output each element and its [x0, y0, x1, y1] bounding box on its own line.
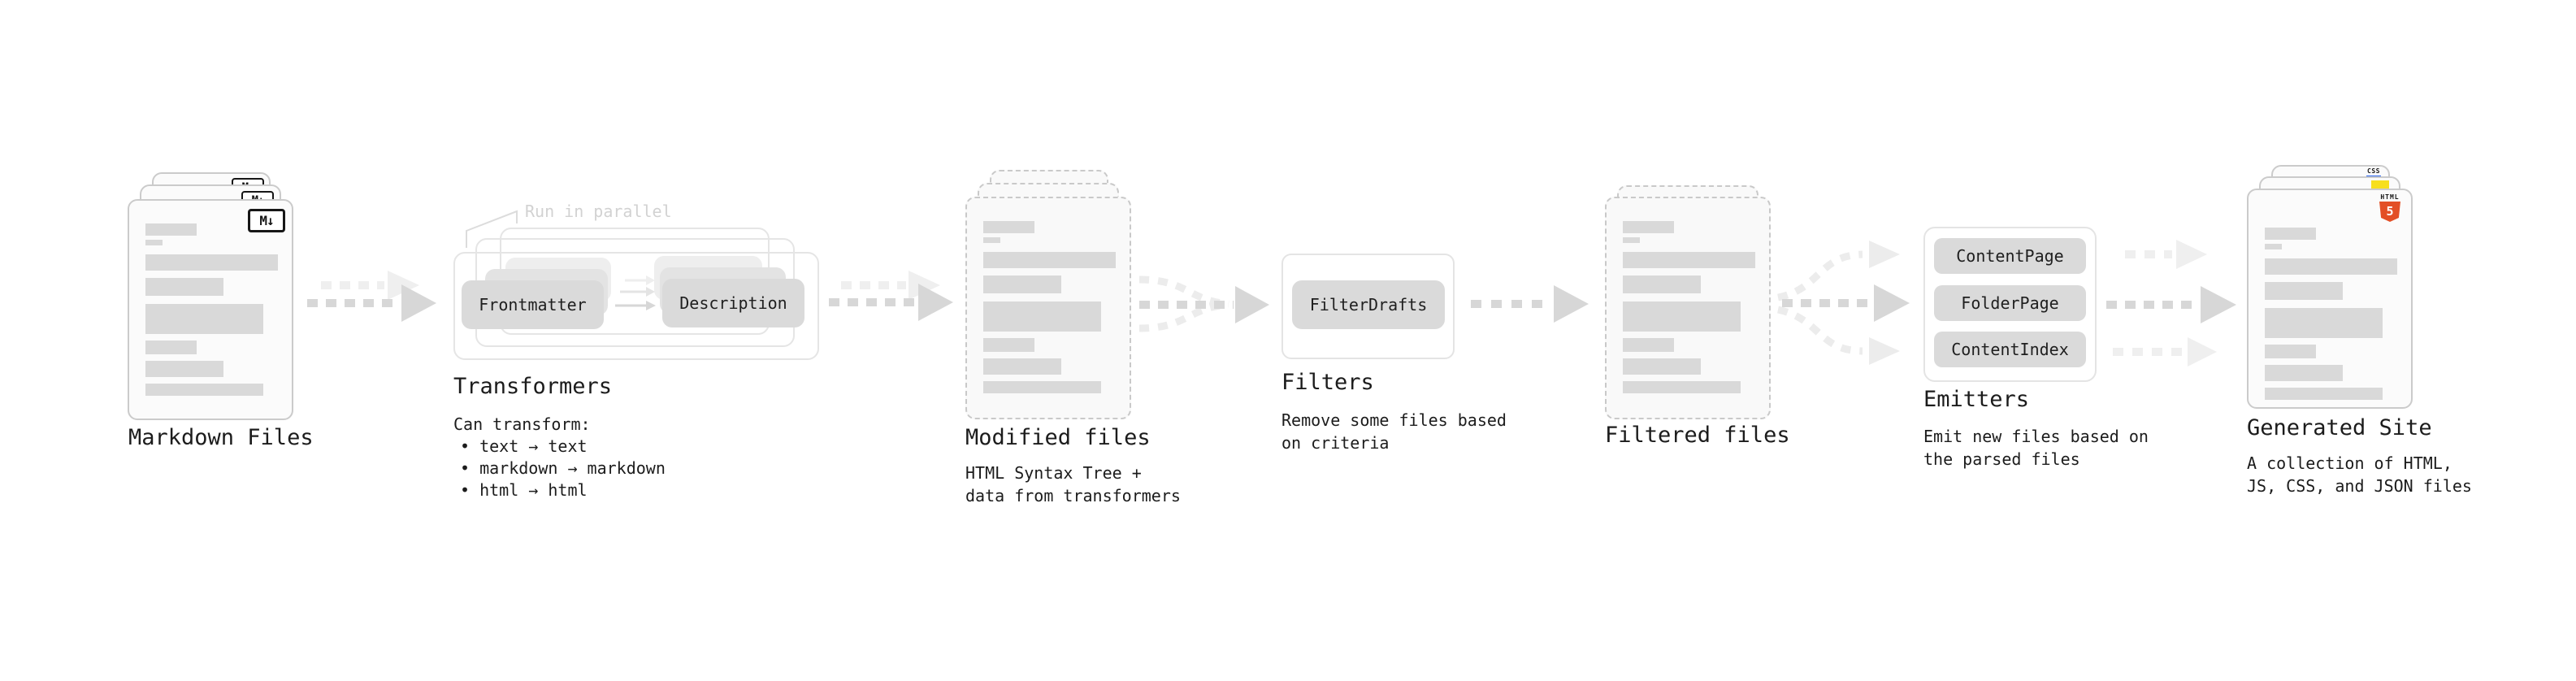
arrow-transformers-to-modified [829, 271, 953, 321]
document-text-lines [2265, 228, 2397, 400]
stage-title-filtered-files: Filtered files [1605, 423, 1790, 448]
text-line-bar [145, 223, 197, 236]
text-line-bar [983, 301, 1101, 332]
stage-title-transformers: Transformers [453, 374, 613, 399]
javascript-icon [2371, 180, 2389, 190]
transform-bullet-html: • html → html [460, 480, 588, 500]
stage-title-emitters: Emitters [1923, 387, 2030, 412]
arrow-markdown-to-transformers [307, 271, 436, 322]
stage-title-filters: Filters [1281, 370, 1374, 395]
text-line-bar [1623, 221, 1674, 233]
generated-site-description: A collection of HTML, JS, CSS, and JSON … [2247, 453, 2472, 496]
text-line-bar [983, 221, 1034, 233]
html5-icon-shield: 5 [2379, 202, 2400, 222]
transform-bullet-text: • text → text [460, 436, 588, 456]
text-line-bar [1623, 358, 1701, 375]
text-line-bar [983, 338, 1034, 352]
text-line-bar [145, 340, 197, 354]
document-text-lines [983, 221, 1116, 393]
text-line-bar [1623, 252, 1755, 268]
filtered-file-front [1605, 197, 1771, 419]
arrow-emitters-to-site [2106, 240, 2236, 367]
text-line-bar [983, 381, 1101, 393]
site-file-html: HTML 5 [2247, 189, 2413, 409]
document-text-lines [145, 223, 278, 396]
modified-files-description: HTML Syntax Tree + data from transformer… [965, 463, 1181, 505]
stage-title-markdown-files: Markdown Files [128, 425, 314, 450]
text-line-bar [983, 275, 1061, 293]
html5-icon: HTML 5 [2378, 193, 2402, 222]
text-line-bar [145, 304, 263, 334]
modified-file-front [965, 197, 1131, 419]
can-transform-label: Can transform: [453, 414, 591, 434]
emitter-box-folderpage: FolderPage [1934, 285, 2086, 321]
html5-icon-number: 5 [2386, 204, 2394, 219]
text-line-bar [983, 252, 1116, 268]
text-line-bar [145, 254, 278, 271]
text-line-bar [1623, 301, 1741, 332]
text-line-bar [145, 384, 263, 396]
filters-description: Remove some files based on criteria [1281, 410, 1507, 453]
stage-title-generated-site: Generated Site [2247, 415, 2432, 440]
text-line-bar [1623, 275, 1701, 293]
transformer-box-frontmatter: Frontmatter [462, 280, 604, 329]
transformer-layer-front [453, 252, 819, 360]
markdown-file-front: M↓ [128, 199, 293, 420]
stage-title-modified-files: Modified files [965, 425, 1151, 450]
text-line-bar [145, 278, 223, 296]
html5-icon-label: HTML [2380, 193, 2400, 201]
arrow-filters-to-filtered [1471, 285, 1589, 323]
text-line-bar [2265, 258, 2397, 275]
arrow-modified-to-filters-converging [1138, 275, 1269, 332]
text-line-bar [1623, 381, 1741, 393]
css-icon-label: CSS [2367, 167, 2380, 175]
text-line-bar [2265, 365, 2343, 381]
transformer-box-description: Description [662, 279, 804, 327]
text-line-bar [145, 361, 223, 377]
text-line-bar [2265, 388, 2383, 400]
document-text-lines [1623, 221, 1755, 393]
text-line-bar [2265, 345, 2316, 358]
arrow-filtered-to-emitters-diverging [1776, 241, 1910, 365]
text-line-bar [145, 240, 163, 245]
text-line-bar [1623, 237, 1640, 243]
text-line-bar [983, 358, 1061, 375]
emitter-box-contentpage: ContentPage [1934, 238, 2086, 274]
emitters-description: Emit new files based on the parsed files [1923, 427, 2149, 469]
text-line-bar [2265, 228, 2316, 240]
emitter-box-contentindex: ContentIndex [1934, 332, 2086, 367]
text-line-bar [2265, 244, 2282, 249]
filter-box-filterdrafts: FilterDrafts [1292, 280, 1445, 329]
text-line-bar [2265, 282, 2343, 300]
run-in-parallel-note: Run in parallel [525, 202, 672, 221]
text-line-bar [1623, 338, 1674, 352]
text-line-bar [983, 237, 1000, 243]
text-line-bar [2265, 308, 2383, 338]
transform-bullet-markdown: • markdown → markdown [460, 458, 666, 478]
markdown-icon: M↓ [248, 209, 285, 232]
